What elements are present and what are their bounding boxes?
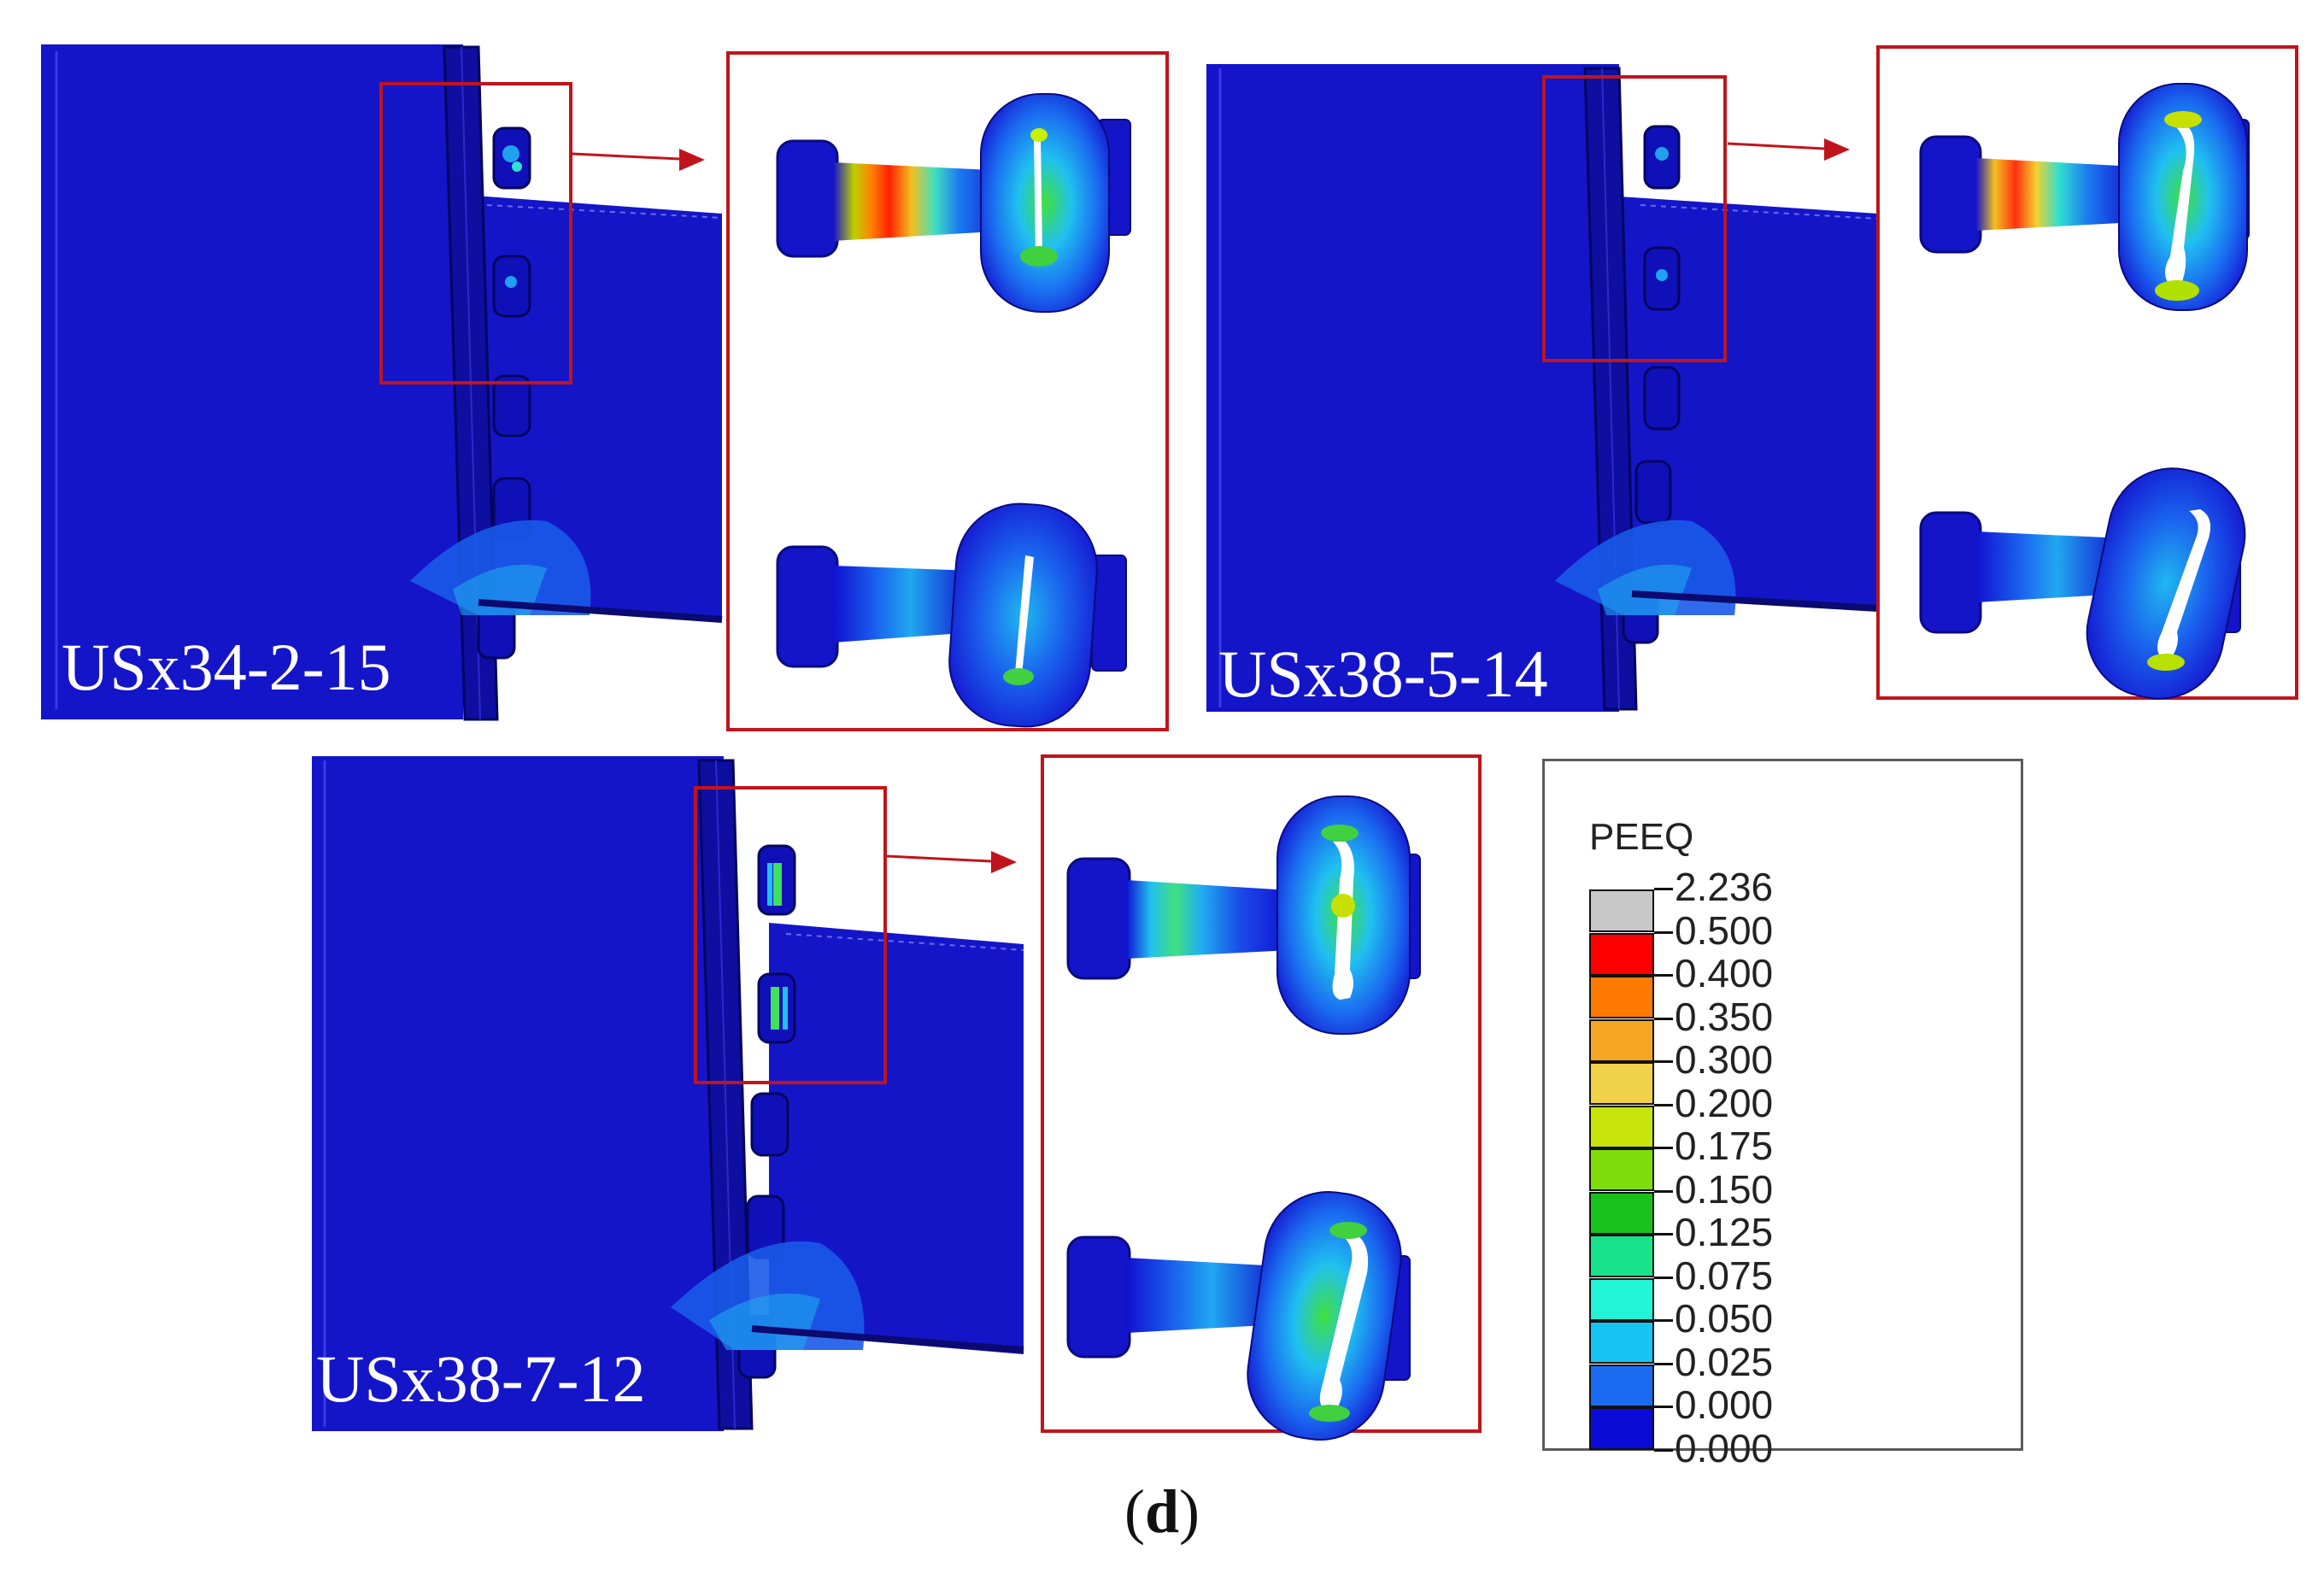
legend-tick — [1654, 1276, 1673, 1279]
legend-swatch — [1589, 1191, 1654, 1235]
legend-value: 0.050 — [1675, 1296, 1774, 1341]
legend-entry-bottom: 0.000 — [1589, 1429, 1982, 1494]
legend-value: 0.000 — [1675, 1425, 1774, 1470]
legend-entry: 0.000 — [1589, 1385, 1982, 1450]
legend-entry: 0.125 — [1589, 1212, 1982, 1277]
legend-tick — [1654, 1017, 1673, 1020]
zoom-bolts-usx38-7-12 — [1066, 795, 1421, 1441]
legend-tick — [1654, 1233, 1673, 1236]
legend-entry: 2.236 — [1589, 867, 1982, 932]
panel-usx38-7-12-model — [312, 756, 1024, 1431]
legend-value: 0.500 — [1675, 907, 1774, 953]
legend-title: PEEQ — [1589, 816, 1694, 858]
panel-usx38-5-14-model — [1206, 64, 1879, 712]
legend-tick — [1654, 888, 1673, 890]
legend-tick — [1654, 1362, 1673, 1365]
figure-caption: (d) — [0, 1476, 2324, 1547]
caption-close: ) — [1179, 1477, 1200, 1546]
legend-value: 0.125 — [1675, 1210, 1774, 1254]
legend-swatch — [1589, 1235, 1654, 1277]
caption-open: ( — [1124, 1477, 1145, 1546]
legend-swatch — [1589, 1407, 1654, 1450]
legend-swatch — [1589, 932, 1654, 976]
legend-value: 0.075 — [1675, 1253, 1774, 1298]
legend-swatch — [1589, 1277, 1654, 1321]
zoom-bolts-usx38-5-14 — [1919, 83, 2250, 700]
legend-entry: 0.400 — [1589, 954, 1982, 1018]
legend-value: 0.175 — [1675, 1124, 1774, 1168]
zoom-bolts-usx34-2-15 — [776, 93, 1131, 728]
legend-entry: 0.175 — [1589, 1126, 1982, 1191]
caption-letter: d — [1144, 1477, 1180, 1546]
legend-entry: 0.200 — [1589, 1083, 1982, 1148]
legend-value: 0.150 — [1675, 1166, 1774, 1212]
legend-entry: 0.150 — [1589, 1170, 1982, 1235]
legend-entry: 0.500 — [1589, 911, 1982, 976]
legend-swatch — [1589, 889, 1654, 932]
legend-swatch — [1589, 1364, 1654, 1407]
legend-tick — [1654, 1189, 1673, 1193]
legend-value: 0.200 — [1675, 1080, 1774, 1125]
specimen-label-usx38-5-14: USx38-5-14 — [1218, 637, 1548, 711]
legend-value: 0.300 — [1675, 1037, 1774, 1082]
legend-entry: 0.300 — [1589, 1040, 1982, 1105]
legend-value: 0.000 — [1675, 1382, 1774, 1427]
legend-swatch — [1589, 1105, 1654, 1148]
specimen-label-usx34-2-15: USx34-2-15 — [62, 630, 391, 704]
legend-value: 2.236 — [1675, 865, 1774, 909]
legend-tick — [1654, 1406, 1673, 1408]
legend-tick — [1654, 930, 1673, 934]
legend-entry: 0.050 — [1589, 1299, 1982, 1364]
legend-tick — [1654, 1103, 1673, 1106]
legend-tick — [1654, 1147, 1673, 1149]
legend-tick — [1654, 1319, 1673, 1322]
legend-swatch — [1589, 976, 1654, 1018]
specimen-label-usx38-7-12: USx38-7-12 — [316, 1341, 646, 1416]
panel-usx34-2-15-model — [41, 44, 723, 721]
legend-tick — [1654, 1448, 1673, 1452]
legend-swatch — [1589, 1062, 1654, 1105]
legend-tick — [1654, 1060, 1673, 1063]
legend-value: 0.400 — [1675, 951, 1774, 995]
legend-entry: 0.025 — [1589, 1342, 1982, 1407]
legend-value: 0.025 — [1675, 1339, 1774, 1384]
legend-swatch — [1589, 1148, 1654, 1191]
legend-entry: 0.350 — [1589, 997, 1982, 1062]
legend-entry: 0.075 — [1589, 1256, 1982, 1321]
legend-value: 0.350 — [1675, 994, 1774, 1039]
legend-swatch — [1589, 1018, 1654, 1062]
legend-swatch — [1589, 1321, 1654, 1364]
legend-tick — [1654, 974, 1673, 977]
